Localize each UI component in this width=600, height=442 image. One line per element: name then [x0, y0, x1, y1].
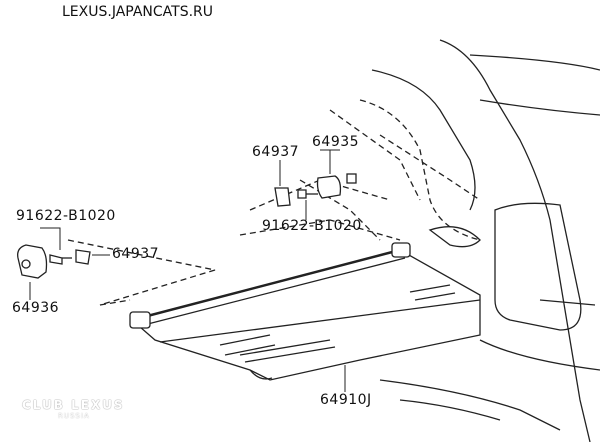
part-label-clip-left: 64937 — [112, 246, 160, 262]
part-label-bracket-left: 64936 — [12, 300, 60, 316]
site-label: LEXUS.JAPANCATS.RU — [62, 4, 214, 20]
part-label-clip-upper: 64937 — [252, 144, 300, 160]
part-label-tonneau-cover: 64910J — [320, 392, 372, 408]
part-label-bracket-upper: 64935 — [312, 134, 360, 150]
part-label-screw-left: 91622-B1020 — [16, 208, 116, 224]
watermark-logo: CLUB LEXUS — [22, 398, 125, 412]
part-label-screw-upper: 91622-B1020 — [262, 218, 362, 234]
watermark-subtitle: RUSSIA — [58, 412, 90, 420]
